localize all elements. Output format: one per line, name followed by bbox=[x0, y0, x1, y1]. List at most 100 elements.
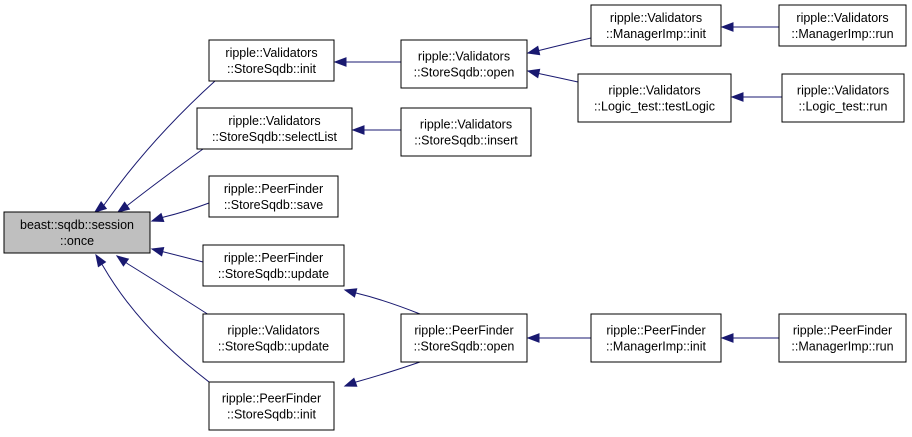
edge-line bbox=[527, 37, 592, 54]
node-val-logic-test[interactable]: ripple::Validators::Logic_test::testLogi… bbox=[577, 73, 732, 123]
nodes-layer: beast::sqdb::session::onceripple::Valida… bbox=[3, 4, 907, 431]
edge-val_logic_test-to-val_open bbox=[526, 68, 579, 83]
node-label-function: ::ManagerImp::init bbox=[606, 340, 707, 354]
edge-val_insert-to-val_selectlist bbox=[351, 125, 401, 135]
edge-pf_open-to-pf_update bbox=[343, 288, 421, 315]
node-label-namespace: ripple::PeerFinder bbox=[414, 324, 513, 338]
edge-arrowhead bbox=[720, 333, 734, 343]
edge-arrowhead bbox=[526, 68, 541, 79]
edge-line bbox=[151, 248, 204, 263]
node-label-namespace: ripple::Validators bbox=[608, 84, 700, 98]
node-label-function: ::ManagerImp::run bbox=[791, 340, 893, 354]
node-val-selectlist[interactable]: ripple::Validators::StoreSqdb::selectLis… bbox=[196, 107, 353, 150]
node-label-function: ::StoreSqdb::open bbox=[414, 66, 515, 80]
edge-val_init-to-root bbox=[93, 80, 216, 213]
edge-line bbox=[527, 70, 579, 83]
node-box bbox=[208, 39, 335, 82]
edge-val_selectlist-to-root bbox=[116, 148, 204, 213]
edge-arrowhead bbox=[93, 201, 108, 213]
node-pf-mgr-run[interactable]: ripple::PeerFinder::ManagerImp::run bbox=[778, 313, 907, 363]
node-val-logic-run[interactable]: ripple::Validators::Logic_test::run bbox=[781, 73, 905, 123]
edge-arrowhead bbox=[95, 253, 107, 268]
node-label-namespace: beast::sqdb::session bbox=[20, 218, 134, 232]
node-box bbox=[590, 4, 722, 47]
edge-pf_update-to-root bbox=[150, 247, 204, 263]
edge-line bbox=[94, 80, 216, 213]
node-box bbox=[590, 313, 722, 363]
edge-line bbox=[344, 361, 421, 387]
edge-val_mgr_run-to-val_mgr_init bbox=[720, 22, 779, 32]
node-box bbox=[196, 107, 353, 150]
edge-arrowhead bbox=[343, 288, 358, 298]
node-val-open[interactable]: ripple::Validators::StoreSqdb::open bbox=[400, 39, 528, 89]
node-label-function: ::StoreSqdb::selectList bbox=[212, 130, 338, 144]
node-label-namespace: ripple::Validators bbox=[796, 11, 888, 25]
edge-pf_init-to-root bbox=[95, 253, 214, 386]
node-label-namespace: ripple::Validators bbox=[225, 46, 317, 60]
node-box bbox=[778, 4, 907, 47]
node-label-function: ::once bbox=[60, 234, 94, 248]
node-pf-mgr-init[interactable]: ripple::PeerFinder::ManagerImp::init bbox=[590, 313, 722, 363]
node-label-namespace: ripple::PeerFinder bbox=[793, 324, 892, 338]
node-label-function: ::StoreSqdb::update bbox=[218, 340, 329, 354]
node-pf-open[interactable]: ripple::PeerFinder::StoreSqdb::open bbox=[400, 313, 528, 363]
edge-pf_mgr_init-to-pf_open bbox=[526, 333, 591, 343]
node-box bbox=[781, 73, 905, 123]
node-label-namespace: ripple::Validators bbox=[228, 114, 320, 128]
edge-line bbox=[95, 254, 214, 386]
edge-arrowhead bbox=[333, 57, 347, 67]
node-box bbox=[400, 313, 528, 363]
node-label-namespace: ripple::Validators bbox=[227, 324, 319, 338]
node-label-function: ::StoreSqdb::init bbox=[227, 62, 316, 76]
node-val-insert[interactable]: ripple::Validators::StoreSqdb::insert bbox=[400, 107, 532, 157]
node-label-function: ::ManagerImp::run bbox=[791, 27, 893, 41]
edge-val_logic_run-to-val_logic_test bbox=[730, 92, 782, 102]
edge-line bbox=[117, 148, 204, 213]
node-label-function: ::StoreSqdb::insert bbox=[414, 134, 518, 148]
edge-arrowhead bbox=[351, 125, 365, 135]
edge-arrowhead bbox=[150, 212, 165, 223]
node-label-namespace: ripple::PeerFinder bbox=[224, 251, 323, 265]
node-pf-save[interactable]: ripple::PeerFinder::StoreSqdb::save bbox=[208, 175, 339, 218]
node-label-function: ::ManagerImp::init bbox=[606, 27, 707, 41]
edge-arrowhead bbox=[343, 377, 358, 387]
node-label-function: ::StoreSqdb::update bbox=[218, 267, 329, 281]
node-pf-update[interactable]: ripple::PeerFinder::StoreSqdb::update bbox=[202, 244, 345, 287]
edge-arrowhead bbox=[115, 255, 130, 267]
node-box bbox=[202, 244, 345, 287]
edge-line bbox=[151, 202, 210, 222]
node-label-function: ::StoreSqdb::open bbox=[414, 340, 515, 354]
edge-pf_open-to-pf_init bbox=[343, 361, 421, 387]
node-label-namespace: ripple::PeerFinder bbox=[224, 182, 323, 196]
edge-arrowhead bbox=[526, 333, 540, 343]
edge-arrowhead bbox=[116, 201, 131, 213]
node-val-init[interactable]: ripple::Validators::StoreSqdb::init bbox=[208, 39, 335, 82]
node-label-function: ::StoreSqdb::save bbox=[224, 198, 323, 212]
node-root[interactable]: beast::sqdb::session::once bbox=[3, 211, 151, 254]
node-val-update[interactable]: ripple::Validators::StoreSqdb::update bbox=[202, 313, 345, 363]
node-label-namespace: ripple::Validators bbox=[420, 118, 512, 132]
edge-pf_mgr_run-to-pf_mgr_init bbox=[720, 333, 779, 343]
node-label-function: ::Logic_test::run bbox=[799, 100, 888, 114]
node-box bbox=[400, 107, 532, 157]
node-label-namespace: ripple::Validators bbox=[418, 50, 510, 64]
node-box bbox=[202, 313, 345, 363]
node-label-function: ::StoreSqdb::init bbox=[227, 408, 316, 422]
node-val-mgr-init[interactable]: ripple::Validators::ManagerImp::init bbox=[590, 4, 722, 47]
edge-pf_save-to-root bbox=[150, 202, 210, 223]
edge-arrowhead bbox=[150, 247, 165, 257]
node-label-function: ::Logic_test::testLogic bbox=[594, 100, 715, 114]
node-box bbox=[208, 175, 339, 218]
node-pf-init[interactable]: ripple::PeerFinder::StoreSqdb::init bbox=[208, 381, 335, 431]
node-box bbox=[3, 211, 151, 254]
edge-val_mgr_init-to-val_open bbox=[526, 37, 592, 56]
edge-arrowhead bbox=[720, 22, 734, 32]
edge-arrowhead bbox=[526, 45, 541, 56]
node-val-mgr-run[interactable]: ripple::Validators::ManagerImp::run bbox=[778, 4, 907, 47]
edge-line bbox=[344, 289, 421, 315]
node-box bbox=[577, 73, 732, 123]
node-box bbox=[400, 39, 528, 89]
node-box bbox=[208, 381, 335, 431]
node-label-namespace: ripple::PeerFinder bbox=[222, 392, 321, 406]
